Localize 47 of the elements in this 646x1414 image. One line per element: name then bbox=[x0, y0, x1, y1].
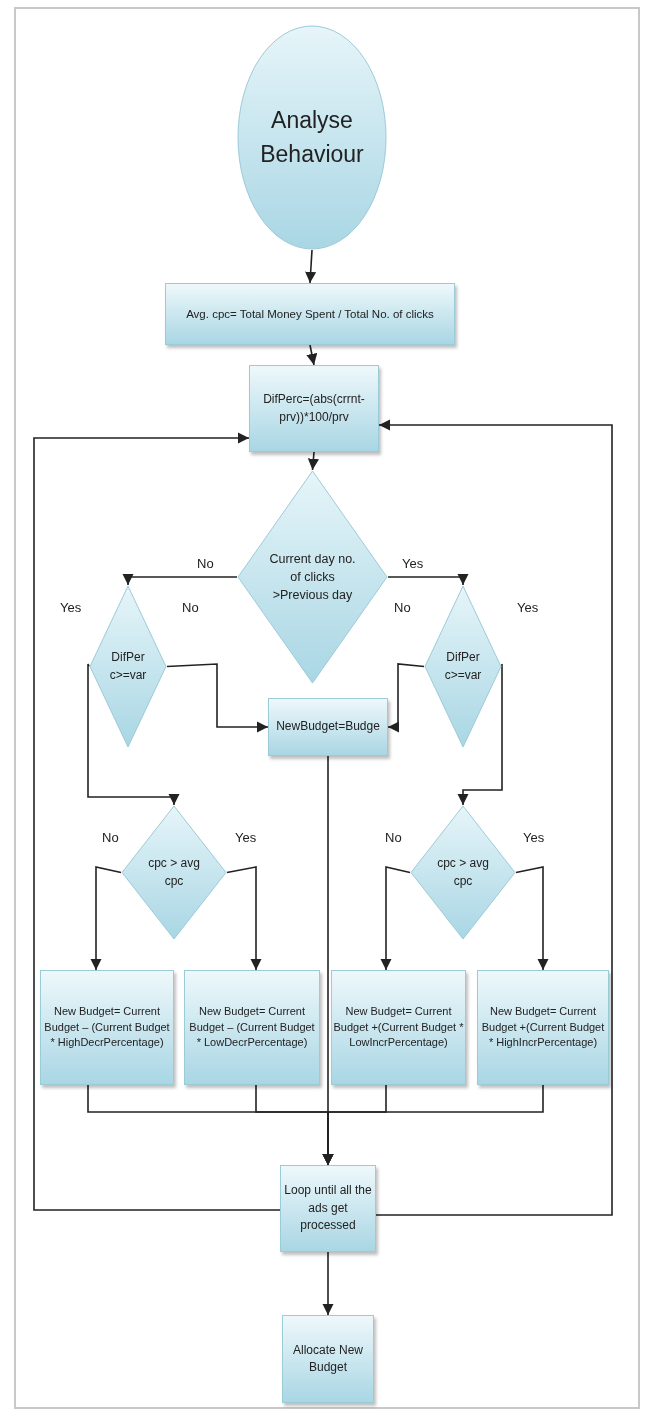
node-label: New Budget= Current Budget – (Current Budget * LowDecrPercentage) bbox=[188, 1003, 316, 1051]
node-label: NewBudget=Budge bbox=[275, 718, 381, 736]
process-box bbox=[40, 970, 174, 1085]
decision-diamond bbox=[410, 805, 516, 940]
process-box bbox=[477, 970, 609, 1085]
process-box bbox=[184, 970, 320, 1085]
decision-diamond bbox=[237, 470, 388, 684]
arrow bbox=[307, 451, 319, 471]
node-label: New Budget= Current Budget +(Current Budget * LowIncrPercentage) bbox=[333, 1003, 464, 1051]
start-circle bbox=[237, 25, 387, 250]
arrow bbox=[457, 663, 503, 806]
decision-diamond bbox=[121, 805, 227, 940]
node-label: Avg. cpc= Total Money Spent / Total No. of clicks bbox=[185, 306, 435, 322]
arrow bbox=[387, 663, 425, 733]
process-box bbox=[165, 283, 455, 345]
arrow bbox=[322, 755, 334, 1166]
node-label: Allocate New Budget bbox=[292, 1341, 364, 1376]
arrow bbox=[305, 249, 317, 284]
arrow bbox=[90, 866, 122, 971]
arrow bbox=[375, 419, 613, 1216]
node-label: New Budget= Current Budget – (Current Budget * HighDecrPercentage) bbox=[43, 1003, 171, 1051]
node-label: New Budget= Current Budget +(Current Budget * HighIncrPercentage) bbox=[480, 1003, 606, 1051]
node-label: DifPer c>=var bbox=[443, 649, 483, 684]
node-label: Loop until all the ads get processed bbox=[283, 1182, 373, 1235]
arrow bbox=[122, 573, 238, 586]
arrow bbox=[515, 866, 549, 971]
arrow bbox=[322, 1251, 334, 1316]
node-label: cpc > avg cpc bbox=[436, 855, 490, 890]
decision-diamond bbox=[89, 585, 167, 748]
arrow bbox=[387, 573, 469, 586]
arrow bbox=[87, 663, 180, 806]
process-box bbox=[268, 698, 388, 756]
node-label: Analyse Behaviour bbox=[259, 106, 365, 169]
node-label: DifPer c>=var bbox=[108, 649, 148, 684]
node-label: Current day no. of clicks >Previous day bbox=[268, 550, 357, 605]
process-box bbox=[280, 1165, 376, 1252]
arrow bbox=[306, 344, 318, 366]
process-box bbox=[249, 365, 379, 452]
node-label: cpc > avg cpc bbox=[147, 855, 201, 890]
process-box bbox=[282, 1315, 374, 1403]
decision-diamond bbox=[424, 585, 502, 748]
arrow bbox=[226, 866, 262, 971]
arrow bbox=[166, 663, 269, 733]
arrow bbox=[380, 866, 411, 971]
arrow bbox=[33, 432, 281, 1211]
process-box bbox=[331, 970, 466, 1085]
node-label: DifPerc=(abs(crrnt-prv))*100/prv bbox=[262, 391, 366, 426]
